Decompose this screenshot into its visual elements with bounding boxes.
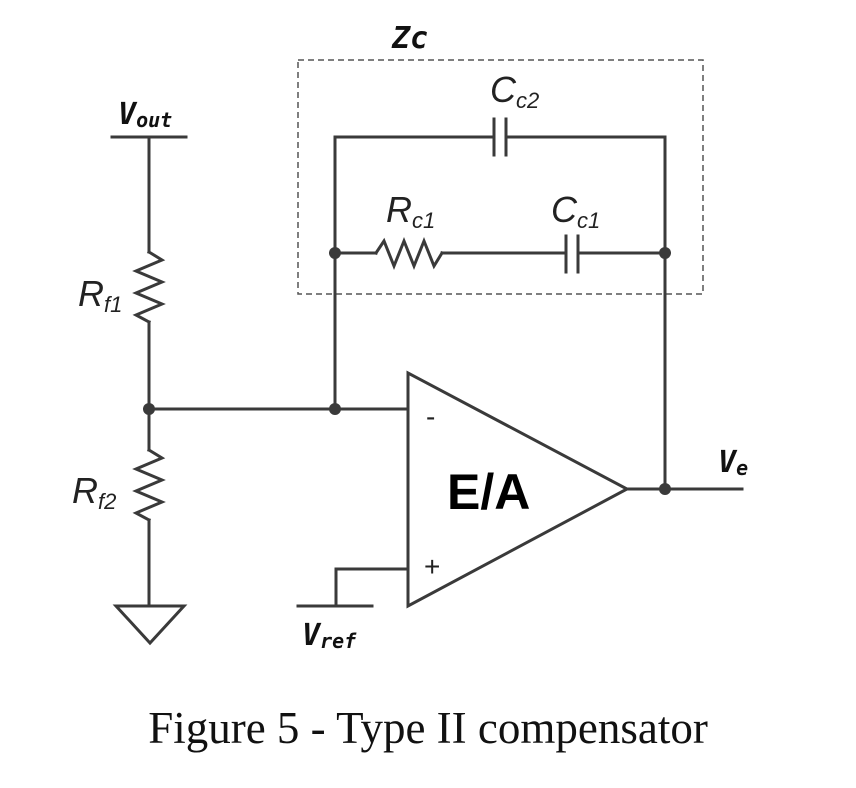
rc1-label: Rc1 (386, 189, 435, 233)
rf2-label: Rf2 (72, 470, 116, 514)
minus-sign: - (426, 401, 435, 432)
cc1-label: Cc1 (551, 189, 600, 233)
figure-caption: Figure 5 - Type II compensator (148, 703, 708, 753)
zc-dashed-box (297, 59, 704, 295)
cc2-label: Cc2 (490, 69, 539, 113)
junction-dot-zc-right (659, 247, 671, 259)
rf2-resistor (132, 447, 166, 523)
junction-dot-output (659, 483, 671, 495)
rc1-resistor (373, 236, 445, 271)
junction-dot-inverting (329, 403, 341, 415)
rf1-label: Rf1 (78, 273, 122, 317)
vref-wire (334, 567, 410, 608)
rf1-resistor (132, 249, 166, 325)
junction-dot-divider (143, 403, 155, 415)
vout-label: Vout (118, 97, 172, 132)
ve-label: Ve (718, 445, 748, 480)
error-amplifier-label: E/A (447, 464, 530, 520)
vref-label: Vref (302, 618, 357, 653)
junction-dot-zc-left (329, 247, 341, 259)
plus-sign: + (424, 551, 440, 582)
zc-label: Zc (391, 21, 428, 56)
error-amplifier-triangle (406, 370, 631, 609)
ground-symbol (112, 604, 188, 646)
